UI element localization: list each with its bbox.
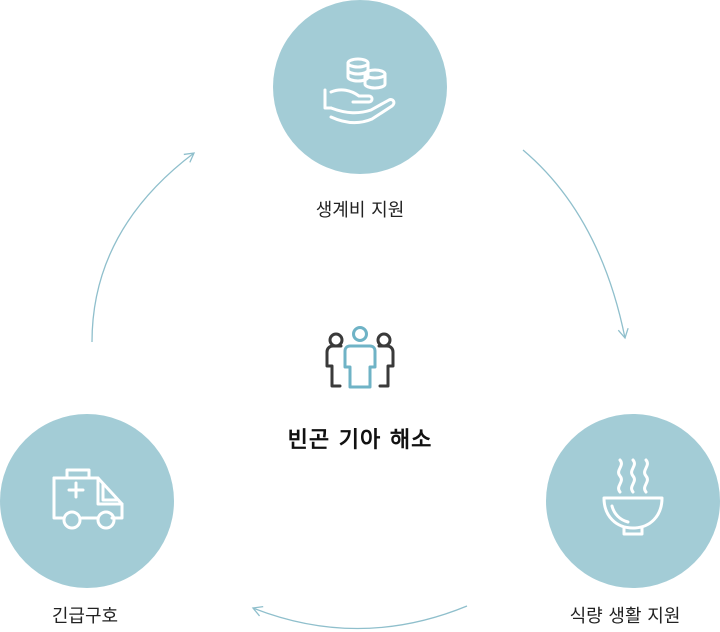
node-food-life-support xyxy=(546,414,720,588)
people-group-icon xyxy=(325,326,395,389)
ambulance-icon xyxy=(52,468,124,530)
arrow-top-to-right xyxy=(522,149,629,340)
hand-coins-icon xyxy=(323,57,396,125)
arrow-left-to-top xyxy=(91,152,196,343)
node-emergency-relief xyxy=(0,414,174,588)
node-label-food-life-support: 식량 생활 지원 xyxy=(569,606,681,627)
center-title: 빈곤 기아 해소 xyxy=(287,428,433,453)
node-living-expenses xyxy=(273,0,447,174)
arrow-right-to-left xyxy=(251,605,468,630)
node-label-emergency-relief: 긴급구호 xyxy=(51,606,119,627)
node-label-living-expenses: 생계비 지원 xyxy=(315,200,405,221)
hot-bowl-icon xyxy=(602,458,664,536)
